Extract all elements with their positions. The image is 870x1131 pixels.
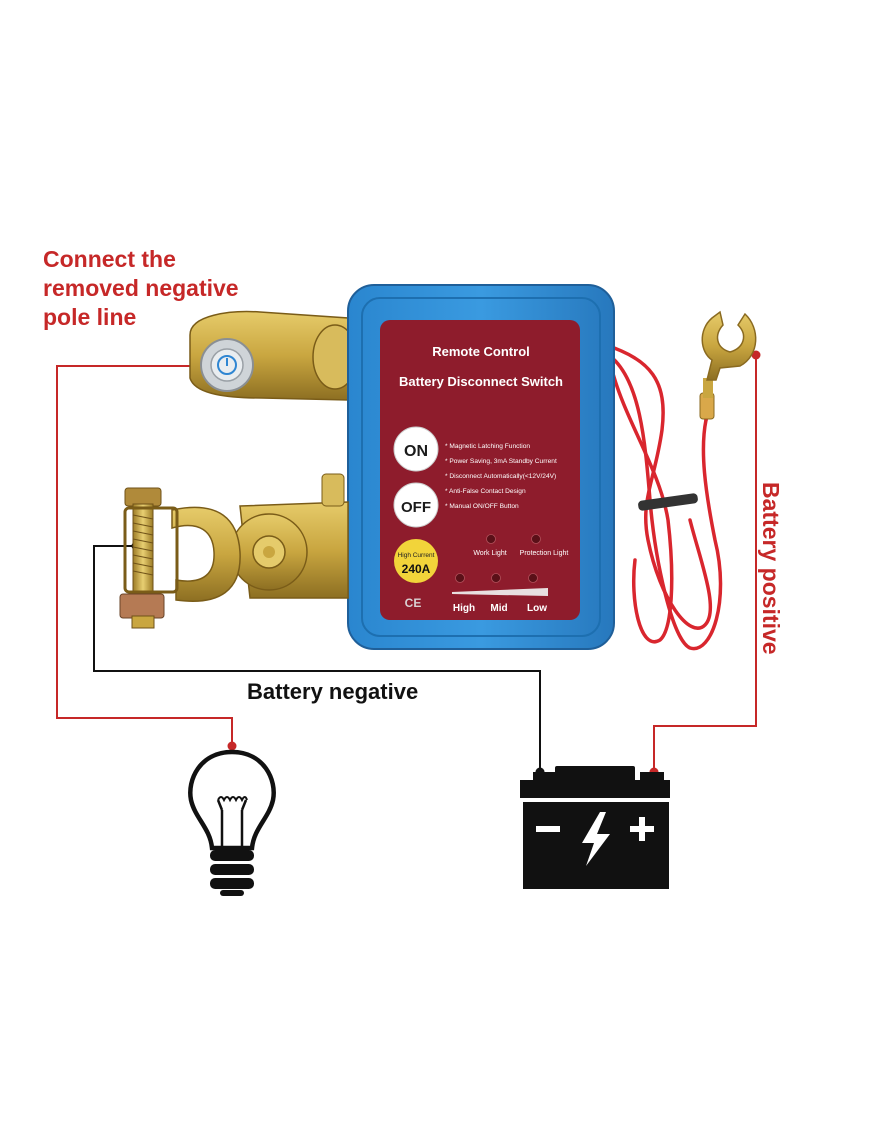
level-wedge (452, 588, 548, 596)
connect-label-line3: pole line (43, 304, 136, 330)
level-label-mid: Mid (490, 603, 507, 614)
battery-negative-label: Battery negative (247, 679, 418, 704)
level-led-mid (491, 573, 501, 583)
svg-text:240A: 240A (402, 562, 431, 576)
panel-title-1: Remote Control (432, 344, 530, 359)
feature-item: * Magnetic Latching Function (445, 443, 530, 450)
upper-terminal (189, 310, 358, 401)
battery-clamp-icon (119, 473, 349, 629)
off-button[interactable]: OFF (393, 482, 439, 528)
minus-sign-icon (536, 826, 560, 832)
battery-icon (520, 766, 670, 889)
off-button-label: OFF (401, 499, 431, 516)
feature-item: * Disconnect Automatically(<12V/24V) (445, 473, 556, 480)
red-wire-to-bulb (56, 365, 233, 746)
svg-text:High Current: High Current (398, 552, 435, 559)
black-wire-negative (93, 545, 541, 772)
light-bulb-icon (188, 749, 276, 896)
feature-item: * Manual ON/OFF Button (445, 503, 519, 510)
level-led-low (528, 573, 538, 583)
work-light-label: Work Light (473, 550, 506, 557)
ring-terminal-icon (699, 310, 757, 420)
red-wire-node (751, 350, 761, 360)
cable-tie (638, 493, 698, 511)
red-wire-positive (653, 355, 757, 772)
on-button[interactable]: ON (393, 426, 439, 472)
work-light-led (486, 534, 496, 544)
lightning-bolt-icon (582, 812, 610, 866)
ce-mark: CE (405, 596, 422, 610)
battery-positive-label: Battery positive (758, 482, 784, 655)
plus-sign-icon (630, 817, 654, 841)
on-button-label: ON (404, 443, 428, 460)
disconnect-switch-device: Remote Control Battery Disconnect Switch… (347, 284, 615, 650)
feature-item: * Anti-False Contact Design (445, 488, 526, 495)
power-icon (217, 355, 237, 375)
protection-light-label: Protection Light (520, 550, 569, 557)
level-label-high: High (453, 603, 475, 614)
level-label-low: Low (527, 603, 547, 614)
panel-title-2: Battery Disconnect Switch (399, 374, 563, 389)
red-wire-node (227, 741, 237, 751)
feature-item: * Power Saving, 3mA Standby Current (445, 458, 557, 465)
connect-label-line1: Connect the (43, 246, 176, 272)
protection-light-led (531, 534, 541, 544)
connect-label-line2: removed negative (43, 275, 239, 301)
level-led-high (455, 573, 465, 583)
high-current-badge: High Current 240A (394, 539, 438, 583)
